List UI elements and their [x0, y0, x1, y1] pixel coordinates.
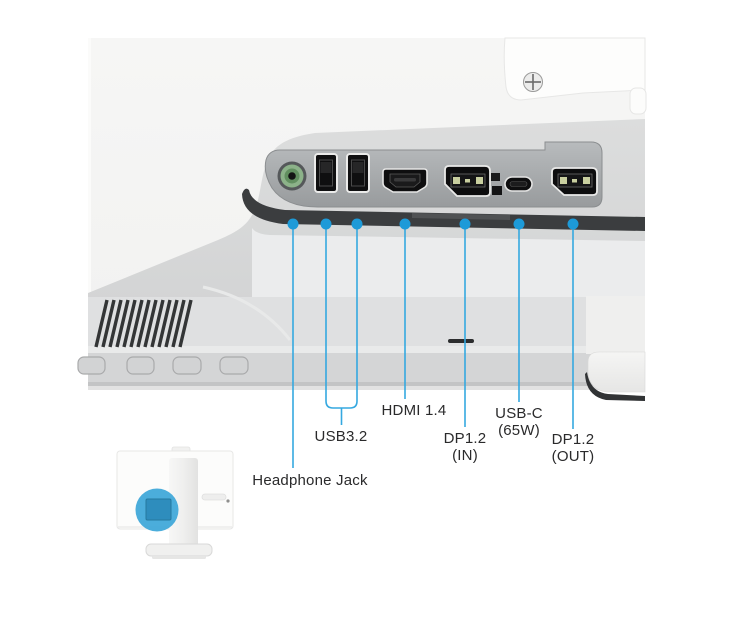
control-button — [126, 356, 155, 375]
usb-label: USB3.2 — [314, 428, 368, 445]
displayport-in-port — [444, 165, 491, 197]
control-button — [77, 356, 106, 375]
monitor-dark-edge — [242, 188, 645, 231]
monitor-rear-thumbnail — [116, 446, 234, 559]
callout-dot — [287, 218, 299, 230]
lock-slot-2 — [492, 186, 502, 195]
callout-dot — [459, 218, 471, 230]
displayport-out-port — [551, 167, 598, 196]
callout-lines — [292, 229, 574, 468]
usb-c-label: USB-C (65W) — [495, 405, 543, 439]
headphone-jack-label: Headphone Jack — [252, 472, 368, 489]
stand-column-lower — [586, 296, 645, 354]
stand-foot — [587, 351, 646, 393]
hdmi-port — [382, 168, 428, 193]
hdmi-label: HDMI 1.4 — [381, 402, 447, 419]
speaker-grille — [94, 299, 193, 348]
callout-dots — [287, 218, 579, 230]
callout-dot — [513, 218, 525, 230]
mount-notch — [629, 87, 647, 115]
screw-icon — [523, 72, 543, 92]
thumbnail-stand-column — [169, 458, 198, 548]
stand-mount-cutout — [503, 37, 646, 101]
stand-foot-dark-edge — [585, 372, 645, 401]
port-area-highlight-rect — [145, 498, 172, 521]
callout-dot — [399, 218, 411, 230]
control-button — [219, 356, 249, 375]
bezel-slot — [448, 339, 474, 343]
callout-dot — [567, 218, 579, 230]
monitor-bottom-view — [77, 37, 647, 401]
thumbnail-stand-base — [145, 543, 213, 557]
dp-out-label: DP1.2 (OUT) — [551, 431, 595, 465]
headphone-jack-port — [277, 161, 307, 191]
thumbnail-cable-recess — [201, 493, 227, 501]
usb-c-port — [504, 176, 533, 192]
callout-dot — [351, 218, 363, 230]
thumbnail-screw-dot — [226, 499, 230, 503]
control-button — [172, 356, 202, 375]
callout-dot — [320, 218, 332, 230]
usb-a-port-1 — [314, 153, 338, 193]
control-buttons — [77, 356, 249, 375]
chin-highlight-curve — [202, 285, 292, 341]
lock-slot — [491, 173, 500, 181]
dp-in-label: DP1.2 (IN) — [443, 430, 487, 464]
usb-a-port-2 — [346, 153, 370, 193]
